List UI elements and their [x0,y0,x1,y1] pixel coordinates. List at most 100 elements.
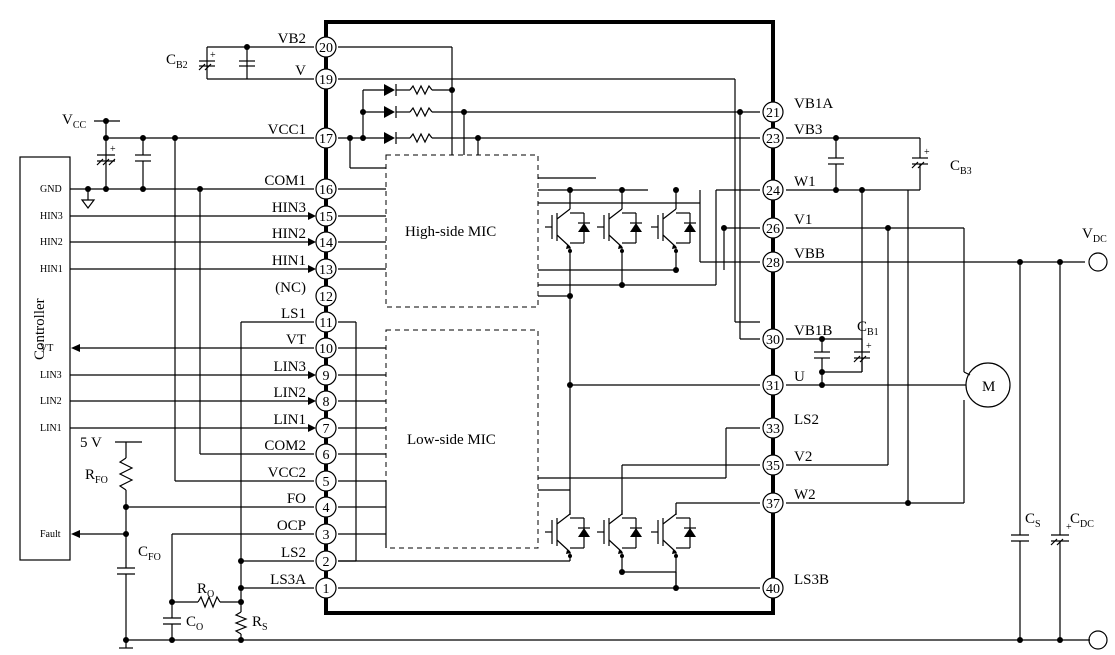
right-pin-31: 31 U [762,369,805,396]
pin-name: VCC1 [268,122,306,138]
pin-number: 16 [319,183,333,198]
right-pin-23: 23 VB3 [762,122,822,149]
left-pin-11: 11 LS1 [281,306,337,333]
left-pin-14: 14 HIN2 [272,226,337,253]
right-pin-30: 30 VB1B [762,323,832,350]
pin-name: VCC2 [268,465,306,481]
controller-block [19,156,71,561]
pin-number: 17 [319,132,333,147]
pin-number: 23 [766,132,780,147]
pin-number: 9 [323,369,330,384]
pin-number: 3 [323,528,330,543]
svg-text:RO: RO [197,581,214,600]
pin-name: LS3B [794,572,829,588]
pin-name: COM1 [264,173,306,189]
pin-name: VBB [794,246,825,262]
right-pin-37: 37 W2 [762,487,816,514]
pin-name: VB1B [794,323,832,339]
igbt-icon [545,205,590,253]
pin-number: 8 [323,395,330,410]
pin-number: 28 [766,256,780,271]
pin-name: HIN2 [272,226,306,242]
svg-text:CB2: CB2 [166,52,188,71]
pin-number: 19 [319,73,333,88]
pin-number: 31 [766,379,780,394]
right-pin-26: 26 V1 [762,212,812,239]
pin-number: 35 [766,459,780,474]
high-side-mic-label: High-side MIC [405,224,496,240]
pin-number: 24 [766,184,780,199]
pin-number: 14 [319,236,333,251]
pin-name: LS3A [270,572,306,588]
svg-text:RFO: RFO [85,467,108,486]
pin-number: 26 [766,222,780,237]
pin-name: LS2 [794,412,819,428]
pin-number: 2 [323,555,330,570]
pin-number: 33 [766,422,780,437]
high-side-mic-box [385,154,539,308]
pin-name: LS1 [281,306,306,322]
pin-number: 21 [766,106,780,121]
left-pin-10: 10 VT [286,332,337,359]
controller-pin-label: GND [40,184,62,195]
pin-name: LIN1 [274,412,307,428]
controller-pin-label: HIN2 [40,237,63,248]
svg-text:+: + [924,147,930,158]
pin-name: COM2 [264,438,306,454]
ic-package [324,20,775,615]
pin-number: 37 [766,497,780,512]
svg-text:CFO: CFO [138,544,161,563]
left-pin-6: 6 COM2 [264,438,337,465]
left-pin-3: 3 OCP [277,518,337,545]
igbt-icon [597,205,642,253]
pin-number: 6 [323,448,330,463]
svg-text:CB3: CB3 [950,158,972,177]
controller-pin-label: HIN3 [40,211,63,222]
svg-text:+: + [866,341,872,352]
igbt-icon [597,510,642,558]
motor-label: M [982,379,995,395]
svg-text:+: + [110,144,116,155]
pin-number: 7 [323,422,330,437]
pin-name: W1 [794,174,816,190]
pin-number: 11 [319,316,332,331]
igbt-icon [651,205,696,253]
low-side-mic-box [385,329,539,549]
pin-name: VB3 [794,122,822,138]
pin-name: W2 [794,487,816,503]
pin-number: 13 [319,263,333,278]
svg-text:RS: RS [252,614,268,633]
igbt-icon [545,510,590,558]
controller-pin-label: Fault [40,529,61,540]
igbt-icon [651,510,696,558]
pin-number: 40 [766,582,780,597]
pin-name: OCP [277,518,306,534]
left-pin-5: 5 VCC2 [268,465,337,492]
pin-name: (NC) [275,280,306,296]
pin-name: V1 [794,212,812,228]
svg-text:CDC: CDC [1070,511,1094,530]
svg-text:CO: CO [186,614,203,633]
controller-pin-label: LIN3 [40,370,62,381]
pin-number: 10 [319,342,333,357]
pin-name: LS2 [281,545,306,561]
pin-number: 5 [323,475,330,490]
pin-name: VT [286,332,306,348]
pin-name: FO [287,491,306,507]
pin-number: 30 [766,333,780,348]
controller-label: Controller [32,298,48,360]
pin-name: U [794,369,805,385]
controller-pin-label: HIN1 [40,264,63,275]
pin-name: V [295,63,306,79]
right-pin-40: 40 LS3B [762,572,829,599]
svg-text:CB1: CB1 [857,319,879,338]
pin-name: LIN3 [274,359,307,375]
left-pin-4: 4FO [287,491,337,518]
pin-number: 15 [319,210,333,225]
